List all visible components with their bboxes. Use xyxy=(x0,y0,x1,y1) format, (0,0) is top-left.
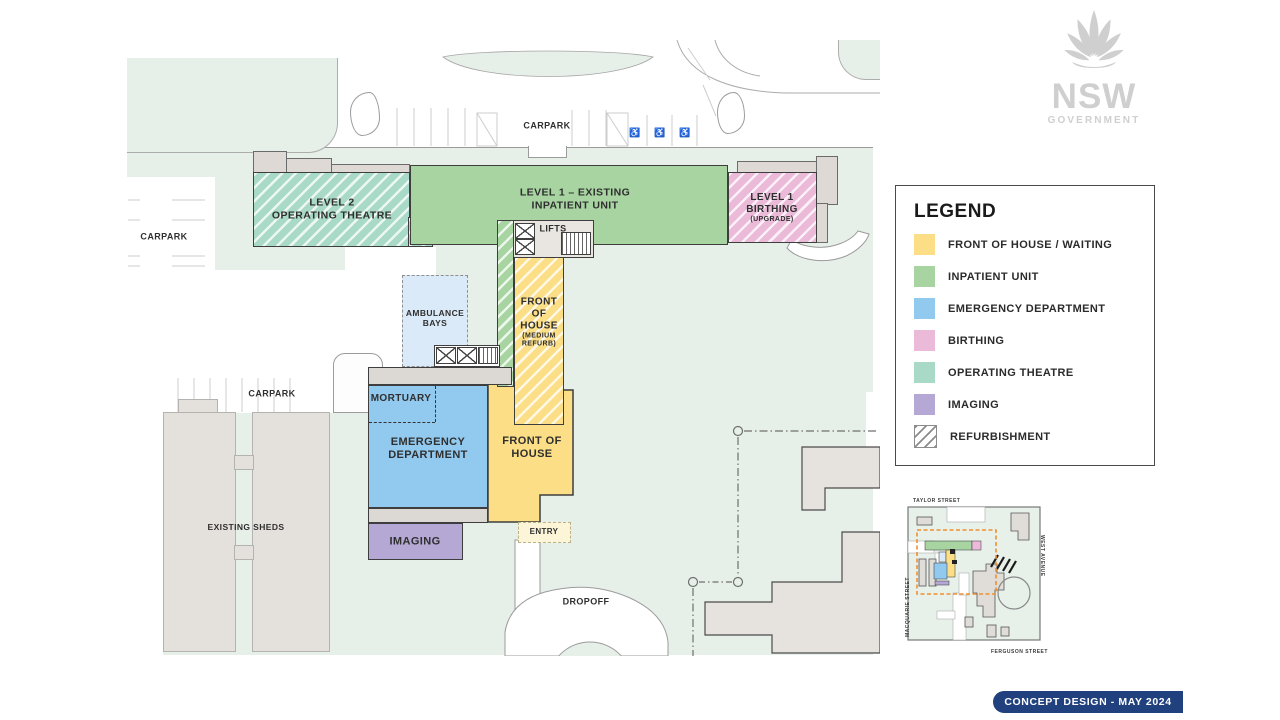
outbuilding-southeast xyxy=(704,531,880,654)
legend-item: FRONT OF HOUSE / WAITING xyxy=(914,234,1136,255)
mortuary-label: MORTUARY xyxy=(370,393,432,404)
carpark-left-area xyxy=(127,177,215,275)
emergency-department-block xyxy=(368,385,488,508)
existing-shed-west xyxy=(163,412,236,652)
carpark-line-markings xyxy=(128,47,717,412)
swatch-birthing xyxy=(914,330,935,351)
legend-panel: LEGEND FRONT OF HOUSE / WAITING INPATIEN… xyxy=(895,185,1155,466)
legend-item: OPERATING THEATRE xyxy=(914,362,1136,383)
street-label-taylor: TAYLOR STREET xyxy=(913,498,961,504)
concept-design-badge: CONCEPT DESIGN - MAY 2024 xyxy=(993,691,1183,713)
carpark-notch xyxy=(528,146,567,158)
imaging-label: IMAGING xyxy=(389,535,441,548)
road-curves-top-right xyxy=(676,40,880,94)
minimap-loop-road xyxy=(997,576,1031,610)
accessible-parking-icon: ♿ xyxy=(629,127,641,138)
lawn-lens xyxy=(442,50,654,77)
service-band-north xyxy=(368,367,512,385)
legend-item: EMERGENCY DEPARTMENT xyxy=(914,298,1136,319)
carpark-top-label: CARPARK xyxy=(523,120,571,131)
minimap-colored-blocks xyxy=(924,540,982,586)
lift-shaft-icon xyxy=(457,347,477,364)
carpark-mid-area xyxy=(163,270,345,413)
lifts-label: LIFTS xyxy=(539,223,567,234)
existing-structure-ot-1 xyxy=(253,151,287,173)
outbuilding-northeast xyxy=(801,446,880,511)
street-label-west-avenue: WEST AVENUE xyxy=(1039,535,1045,577)
emergency-label: EMERGENCY DEPARTMENT xyxy=(388,435,468,461)
waratah-icon xyxy=(1064,10,1124,68)
swatch-front-of-house xyxy=(914,234,935,255)
shed-stub xyxy=(178,399,218,413)
foh-refurb-label: FRONT OF HOUSE (MEDIUM REFURB) xyxy=(520,296,558,348)
lift-core-south xyxy=(434,345,500,367)
logo-org-text: NSW xyxy=(1051,77,1137,116)
site-plan: CARPARK CARPARK CARPARK LEVEL 2 OPERATIN… xyxy=(120,40,880,656)
left-road-area xyxy=(127,273,163,655)
island-teardrop-right xyxy=(717,92,745,134)
front-of-house-label: FRONT OF HOUSE xyxy=(502,434,562,460)
legend-item: BIRTHING xyxy=(914,330,1136,351)
minimap-hatch-marks xyxy=(990,554,1017,574)
imaging-block xyxy=(368,523,463,560)
existing-shed-east xyxy=(252,412,330,652)
dropoff-label: DROPOFF xyxy=(562,596,610,607)
existing-structure-birthing-3 xyxy=(816,203,828,243)
swatch-operating-theatre xyxy=(914,362,935,383)
swatch-imaging xyxy=(914,394,935,415)
ambulance-bays-label: AMBULANCE BAYS xyxy=(405,307,465,328)
existing-structure-birthing-2 xyxy=(816,156,838,205)
locality-map: TAYLOR STREET WEST AVENUE MACQUARIE STRE… xyxy=(895,497,1057,662)
swatch-inpatient xyxy=(914,266,935,287)
mortuary-boundary-h xyxy=(369,422,435,423)
mortuary-boundary-v xyxy=(435,386,436,422)
lawn-top-left xyxy=(127,58,338,153)
operating-theatre-block xyxy=(253,172,410,247)
shed-link-south xyxy=(234,545,254,560)
birthing-label: LEVEL 1 BIRTHING (UPGRADE) xyxy=(746,191,798,223)
refurb-spine xyxy=(497,220,514,387)
accessible-parking-icon: ♿ xyxy=(654,127,666,138)
street-label-ferguson: FERGUSON STREET xyxy=(991,649,1048,655)
carpark-mid-label: CARPARK xyxy=(248,388,296,399)
carpark-left-label: CARPARK xyxy=(140,231,188,242)
minimap-highlight-boundary xyxy=(916,529,997,595)
legend-item: IMAGING xyxy=(914,394,1136,415)
lift-shaft-icon xyxy=(436,347,456,364)
locality-map-canvas xyxy=(907,506,1041,641)
entry-label: ENTRY xyxy=(529,527,559,537)
swatch-emergency xyxy=(914,298,935,319)
existing-sheds-label: EXISTING SHEDS xyxy=(207,521,285,532)
swatch-refurbishment xyxy=(914,425,937,448)
shed-link-north xyxy=(234,455,254,470)
operating-theatre-label: LEVEL 2 OPERATING THEATRE xyxy=(271,196,393,221)
road-right-sliver xyxy=(866,392,880,454)
legend-item: REFURBISHMENT xyxy=(914,425,1136,448)
island-teardrop-left xyxy=(350,92,380,136)
lift-shaft-icon xyxy=(515,223,535,239)
property-boundary xyxy=(687,425,878,656)
entry-zone xyxy=(518,522,571,543)
dropoff-road xyxy=(504,539,669,656)
birthing-block xyxy=(728,172,817,243)
legend-item: INPATIENT UNIT xyxy=(914,266,1136,287)
stairs-icon xyxy=(561,232,591,255)
inpatient-label: LEVEL 1 – EXISTING INPATIENT UNIT xyxy=(519,186,631,211)
nsw-government-logo: NSW GOVERNMENT xyxy=(1042,8,1146,126)
crescent-path xyxy=(786,230,870,262)
lift-shaft-icon xyxy=(515,239,535,255)
legend-title: LEGEND xyxy=(914,201,997,222)
foh-refurb-block xyxy=(514,257,564,425)
existing-structure-ot-2 xyxy=(286,158,332,173)
accessible-parking-icon: ♿ xyxy=(679,127,691,138)
logo-sub-text: GOVERNMENT xyxy=(1047,114,1141,126)
service-band-south xyxy=(368,508,488,523)
stairs-icon xyxy=(478,347,498,364)
street-label-macquarie: MACQUARIE STREET xyxy=(905,577,911,637)
